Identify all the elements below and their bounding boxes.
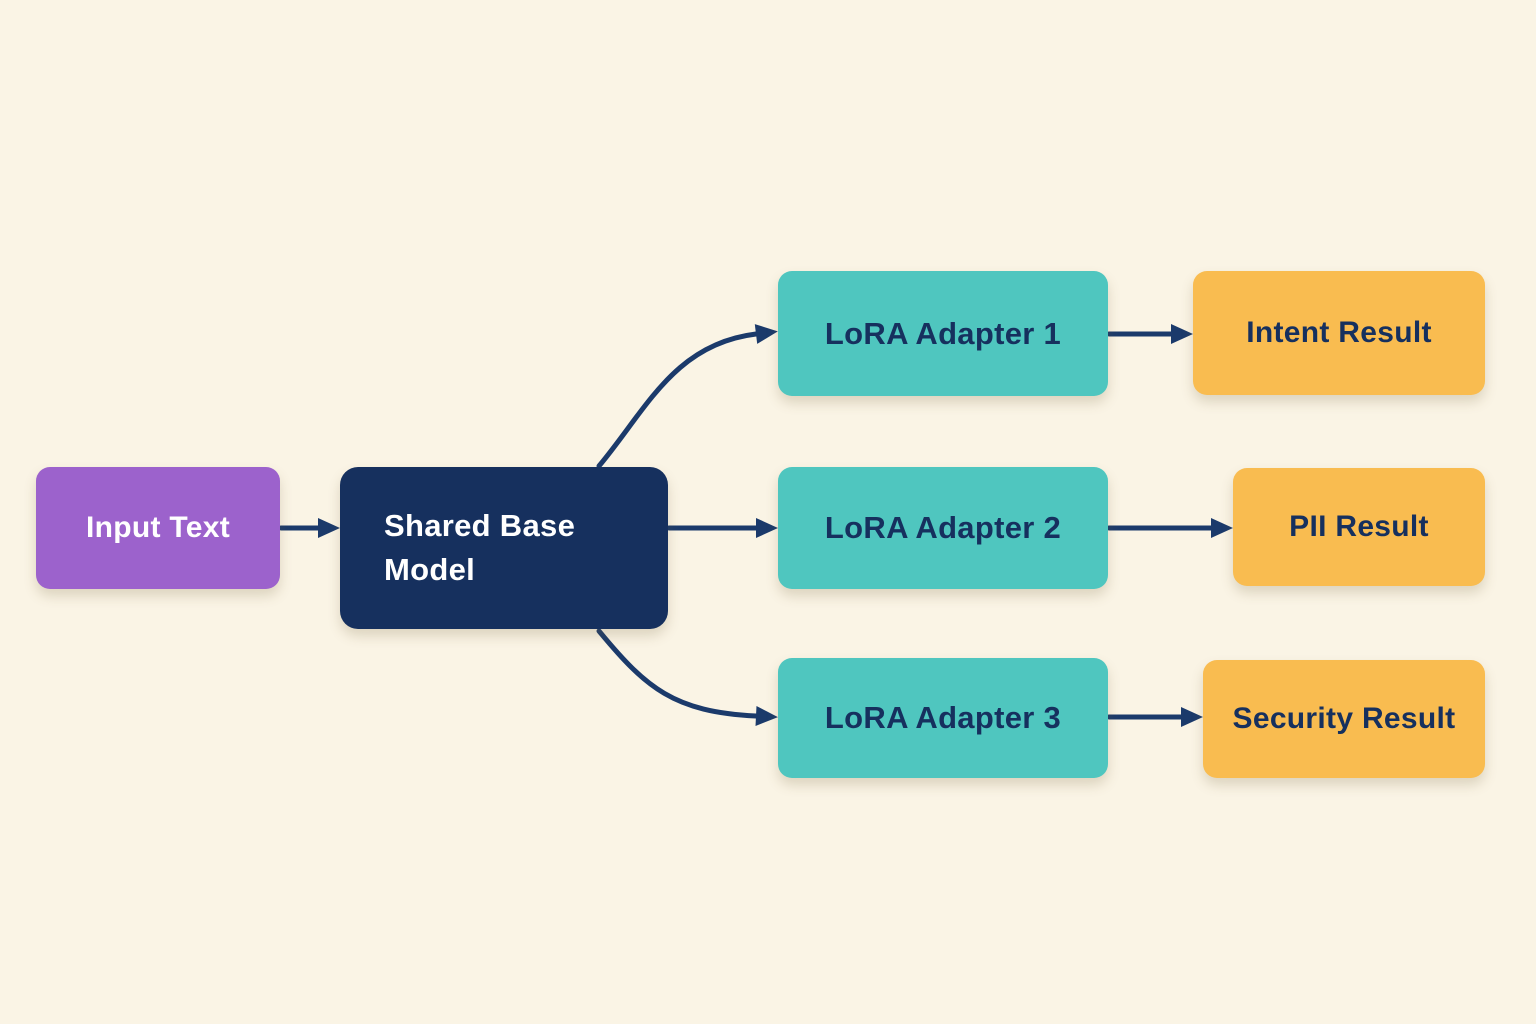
- node-lora-adapter-1-label: LoRA Adapter 1: [824, 315, 1062, 351]
- node-intent-result-label: Intent Result: [1246, 316, 1432, 349]
- node-lora-adapter-1: LoRA Adapter 1: [778, 271, 1108, 396]
- node-shared-base-model: Shared Base Model: [340, 467, 668, 629]
- node-pii-result-label: PII Result: [1289, 510, 1429, 543]
- node-pii-result: PII Result: [1233, 468, 1485, 586]
- node-security-result-label: Security Result: [1232, 702, 1456, 735]
- node-input-text-label: Input Text: [85, 511, 231, 544]
- node-lora-adapter-3-label: LoRA Adapter 3: [824, 700, 1062, 735]
- node-lora-adapter-3: LoRA Adapter 3: [778, 658, 1108, 778]
- node-intent-result: Intent Result: [1193, 271, 1485, 395]
- node-security-result: Security Result: [1203, 660, 1485, 778]
- node-lora-adapter-2-label: LoRA Adapter 2: [824, 510, 1062, 545]
- arrow-base-to-adapter1: [596, 324, 778, 469]
- node-lora-adapter-2: LoRA Adapter 2: [778, 467, 1108, 589]
- node-input-text: Input Text: [36, 467, 280, 589]
- arrow-base-to-adapter3: [596, 628, 778, 726]
- node-shared-base-model-label: Shared Base Model: [384, 507, 576, 587]
